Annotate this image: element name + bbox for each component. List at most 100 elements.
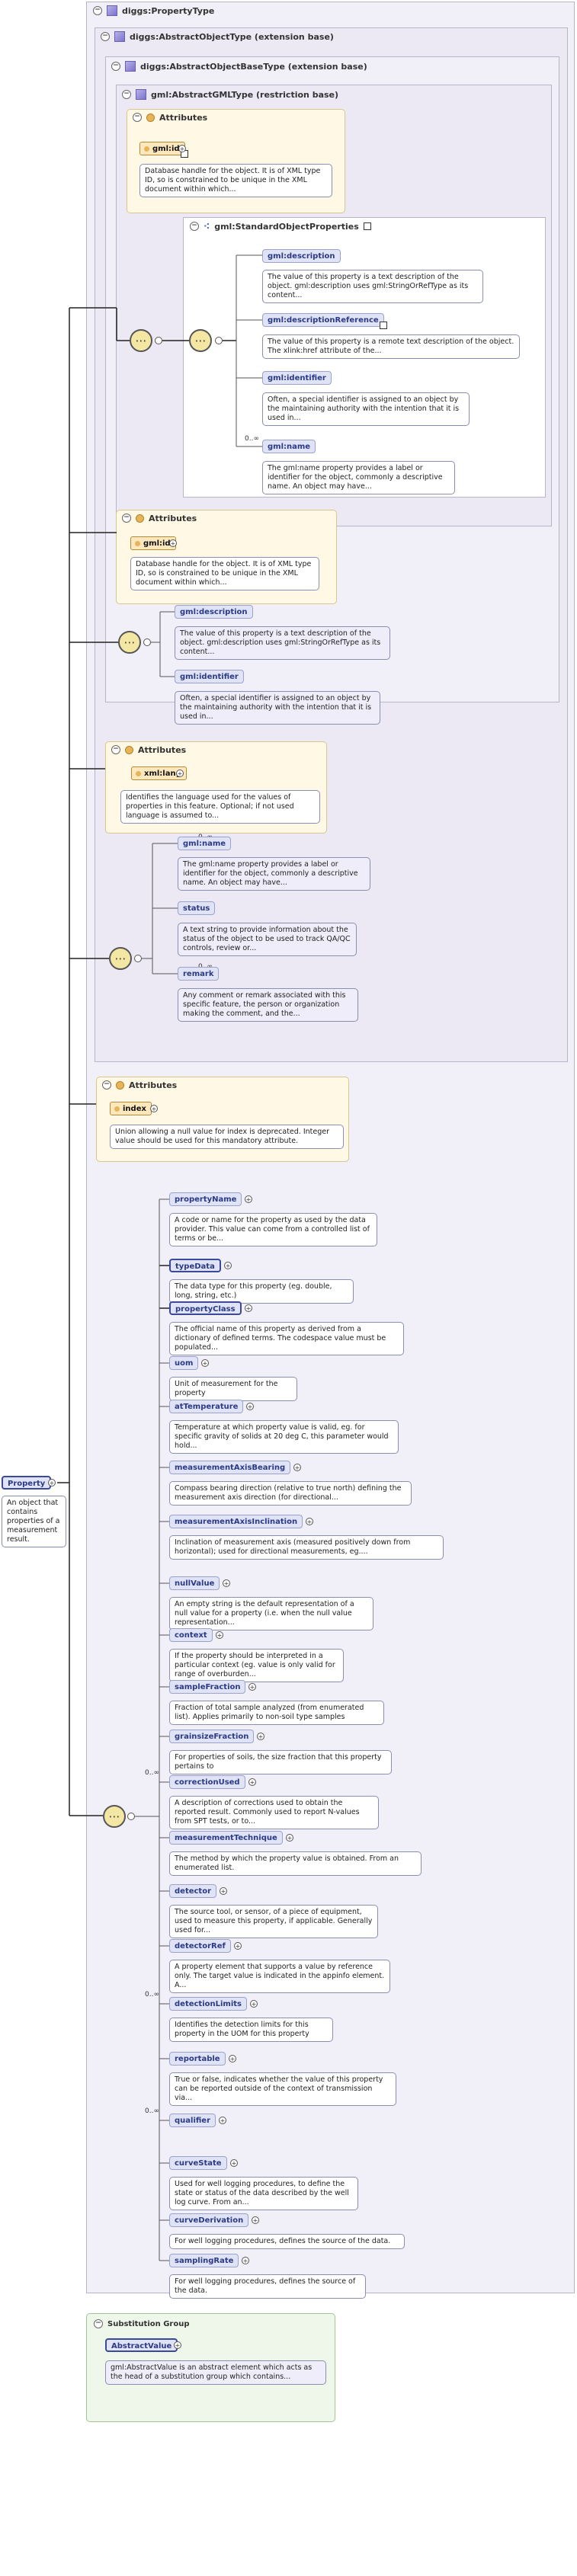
gml-name-element[interactable]: gml:name (178, 837, 232, 850)
element-curve-state[interactable]: curveState (169, 2156, 227, 2170)
gml-name-element[interactable]: gml:name (262, 440, 316, 453)
abstract-value-element[interactable]: AbstractValue (105, 2338, 178, 2352)
gml-identifier-element[interactable]: gml:identifier (262, 371, 332, 385)
gml-description-reference-element[interactable]: gml:descriptionReference (262, 313, 387, 329)
element-description: Fraction of total sample analyzed (from … (169, 1701, 384, 1725)
element-correction-used[interactable]: correctionUsed (169, 1775, 245, 1789)
element-context[interactable]: context (169, 1628, 213, 1642)
gml-description-element[interactable]: gml:description (175, 605, 253, 619)
expand-icon[interactable]: + (250, 2000, 258, 2008)
attribute-description: Database handle for the object. It is of… (130, 557, 319, 590)
element-grainsize-fraction[interactable]: grainsizeFraction (169, 1730, 255, 1743)
element-measurement-technique[interactable]: measurementTechnique (169, 1831, 283, 1845)
element-null-value[interactable]: nullValue (169, 1576, 220, 1590)
element-description: The gml:name property provides a label o… (262, 461, 455, 494)
group-icon: ⁖ (204, 221, 210, 232)
attributes-title: Attributes (129, 1080, 178, 1090)
abstract-object-base-type-title: diggs:AbstractObjectBaseType (extension … (140, 61, 367, 72)
collapse-toggle-icon[interactable]: − (133, 113, 142, 122)
element-at-temperature[interactable]: atTemperature (169, 1400, 244, 1413)
expand-icon[interactable]: + (216, 1631, 223, 1639)
gml-identifier-element[interactable]: gml:identifier (175, 670, 244, 683)
element-description: The value of this property is a text des… (175, 626, 390, 660)
expand-icon[interactable]: + (234, 1942, 242, 1950)
attribute-icon (136, 514, 144, 523)
collapse-toggle-icon[interactable]: − (94, 2319, 103, 2328)
element-description: True or false, indicates whether the val… (169, 2072, 396, 2106)
element-qualifier[interactable]: qualifier (169, 2114, 216, 2127)
expand-icon[interactable]: + (252, 2216, 259, 2224)
element-description: The method by which the property value i… (169, 1851, 422, 1876)
element-property-class[interactable]: propertyClass (169, 1301, 242, 1315)
element-description: A property element that supports a value… (169, 1960, 390, 1993)
remark-element[interactable]: remark (178, 967, 220, 981)
attribute-gml-id[interactable]: gml:id (139, 142, 188, 158)
element-property-name[interactable]: propertyName (169, 1192, 242, 1206)
sequence-toggle-icon[interactable] (127, 1813, 135, 1820)
expand-icon[interactable]: + (245, 1304, 252, 1312)
collapse-toggle-icon[interactable]: − (102, 1080, 111, 1090)
expand-icon[interactable]: + (248, 1778, 256, 1786)
element-detector[interactable]: detector (169, 1884, 217, 1898)
expand-icon[interactable]: + (248, 1683, 256, 1691)
property-element[interactable]: Property (2, 1476, 52, 1490)
sequence-toggle-icon[interactable] (215, 337, 223, 344)
attributes-title: Attributes (149, 513, 197, 523)
element-curve-derivation[interactable]: curveDerivation (169, 2213, 249, 2227)
abstract-object-type-title: diggs:AbstractObjectType (extension base… (130, 31, 334, 42)
element-uom[interactable]: uom (169, 1356, 199, 1370)
collapse-toggle-icon[interactable]: − (101, 32, 110, 41)
gml-description-element[interactable]: gml:description (262, 249, 341, 263)
sequence-toggle-icon[interactable] (155, 337, 162, 344)
collapse-toggle-icon[interactable]: − (111, 745, 120, 754)
expand-icon[interactable]: + (150, 1105, 158, 1112)
sequence-compositor-icon[interactable]: ⋯ (109, 947, 132, 970)
attribute-xml-lang[interactable]: xml:lang (131, 766, 187, 780)
expand-icon[interactable]: + (230, 2159, 238, 2167)
expand-icon[interactable]: + (174, 2341, 181, 2349)
element-measurement-axis-inclination[interactable]: measurementAxisInclination (169, 1515, 303, 1528)
sequence-toggle-icon[interactable] (143, 638, 151, 646)
attribute-index[interactable]: index (110, 1102, 152, 1115)
collapse-toggle-icon[interactable]: − (111, 62, 120, 71)
expand-icon[interactable]: + (306, 1518, 313, 1525)
expand-icon[interactable]: + (176, 770, 184, 777)
sequence-toggle-icon[interactable] (134, 955, 142, 962)
expand-icon[interactable]: + (169, 539, 177, 547)
attributes-header: − Attributes (107, 744, 186, 756)
expand-icon[interactable]: + (229, 2055, 236, 2062)
expand-icon[interactable]: + (286, 1834, 293, 1842)
collapse-toggle-icon[interactable]: − (122, 514, 131, 523)
sequence-compositor-icon[interactable]: ⋯ (103, 1805, 126, 1828)
expand-icon[interactable]: + (242, 2257, 249, 2264)
collapse-toggle-icon[interactable]: − (122, 90, 131, 99)
collapse-toggle-icon[interactable]: − (93, 6, 102, 15)
expand-icon[interactable]: + (223, 1579, 230, 1587)
element-detector-ref[interactable]: detectorRef (169, 1939, 231, 1953)
element-description: The value of this property is a text des… (262, 270, 483, 303)
element-reportable[interactable]: reportable (169, 2052, 226, 2066)
collapse-toggle-icon[interactable]: − (190, 222, 199, 231)
element-sample-fraction[interactable]: sampleFraction (169, 1680, 246, 1694)
expand-icon[interactable]: + (178, 145, 186, 152)
expand-icon[interactable]: + (219, 2117, 226, 2124)
element-description: Often, a special identifier is assigned … (175, 691, 380, 725)
element-detection-limits[interactable]: detectionLimits (169, 1997, 248, 2011)
expand-icon[interactable]: + (257, 1733, 264, 1740)
sequence-compositor-icon[interactable]: ⋯ (118, 631, 141, 654)
sequence-compositor-icon[interactable]: ⋯ (130, 329, 152, 352)
attributes-header: − Attributes (98, 1079, 177, 1091)
element-type-data[interactable]: typeData (169, 1259, 221, 1272)
expand-icon[interactable]: + (293, 1464, 301, 1471)
expand-icon[interactable]: + (220, 1887, 227, 1895)
expand-icon[interactable]: + (245, 1195, 252, 1203)
expand-icon[interactable]: + (246, 1403, 254, 1410)
expand-icon[interactable]: + (48, 1479, 56, 1486)
status-element[interactable]: status (178, 901, 216, 915)
expand-icon[interactable]: + (201, 1359, 209, 1367)
expand-icon[interactable]: + (224, 1262, 232, 1269)
attribute-icon (116, 1080, 124, 1090)
element-sampling-rate[interactable]: samplingRate (169, 2254, 239, 2267)
sequence-compositor-icon[interactable]: ⋯ (189, 329, 212, 352)
element-measurement-axis-bearing[interactable]: measurementAxisBearing (169, 1461, 291, 1474)
